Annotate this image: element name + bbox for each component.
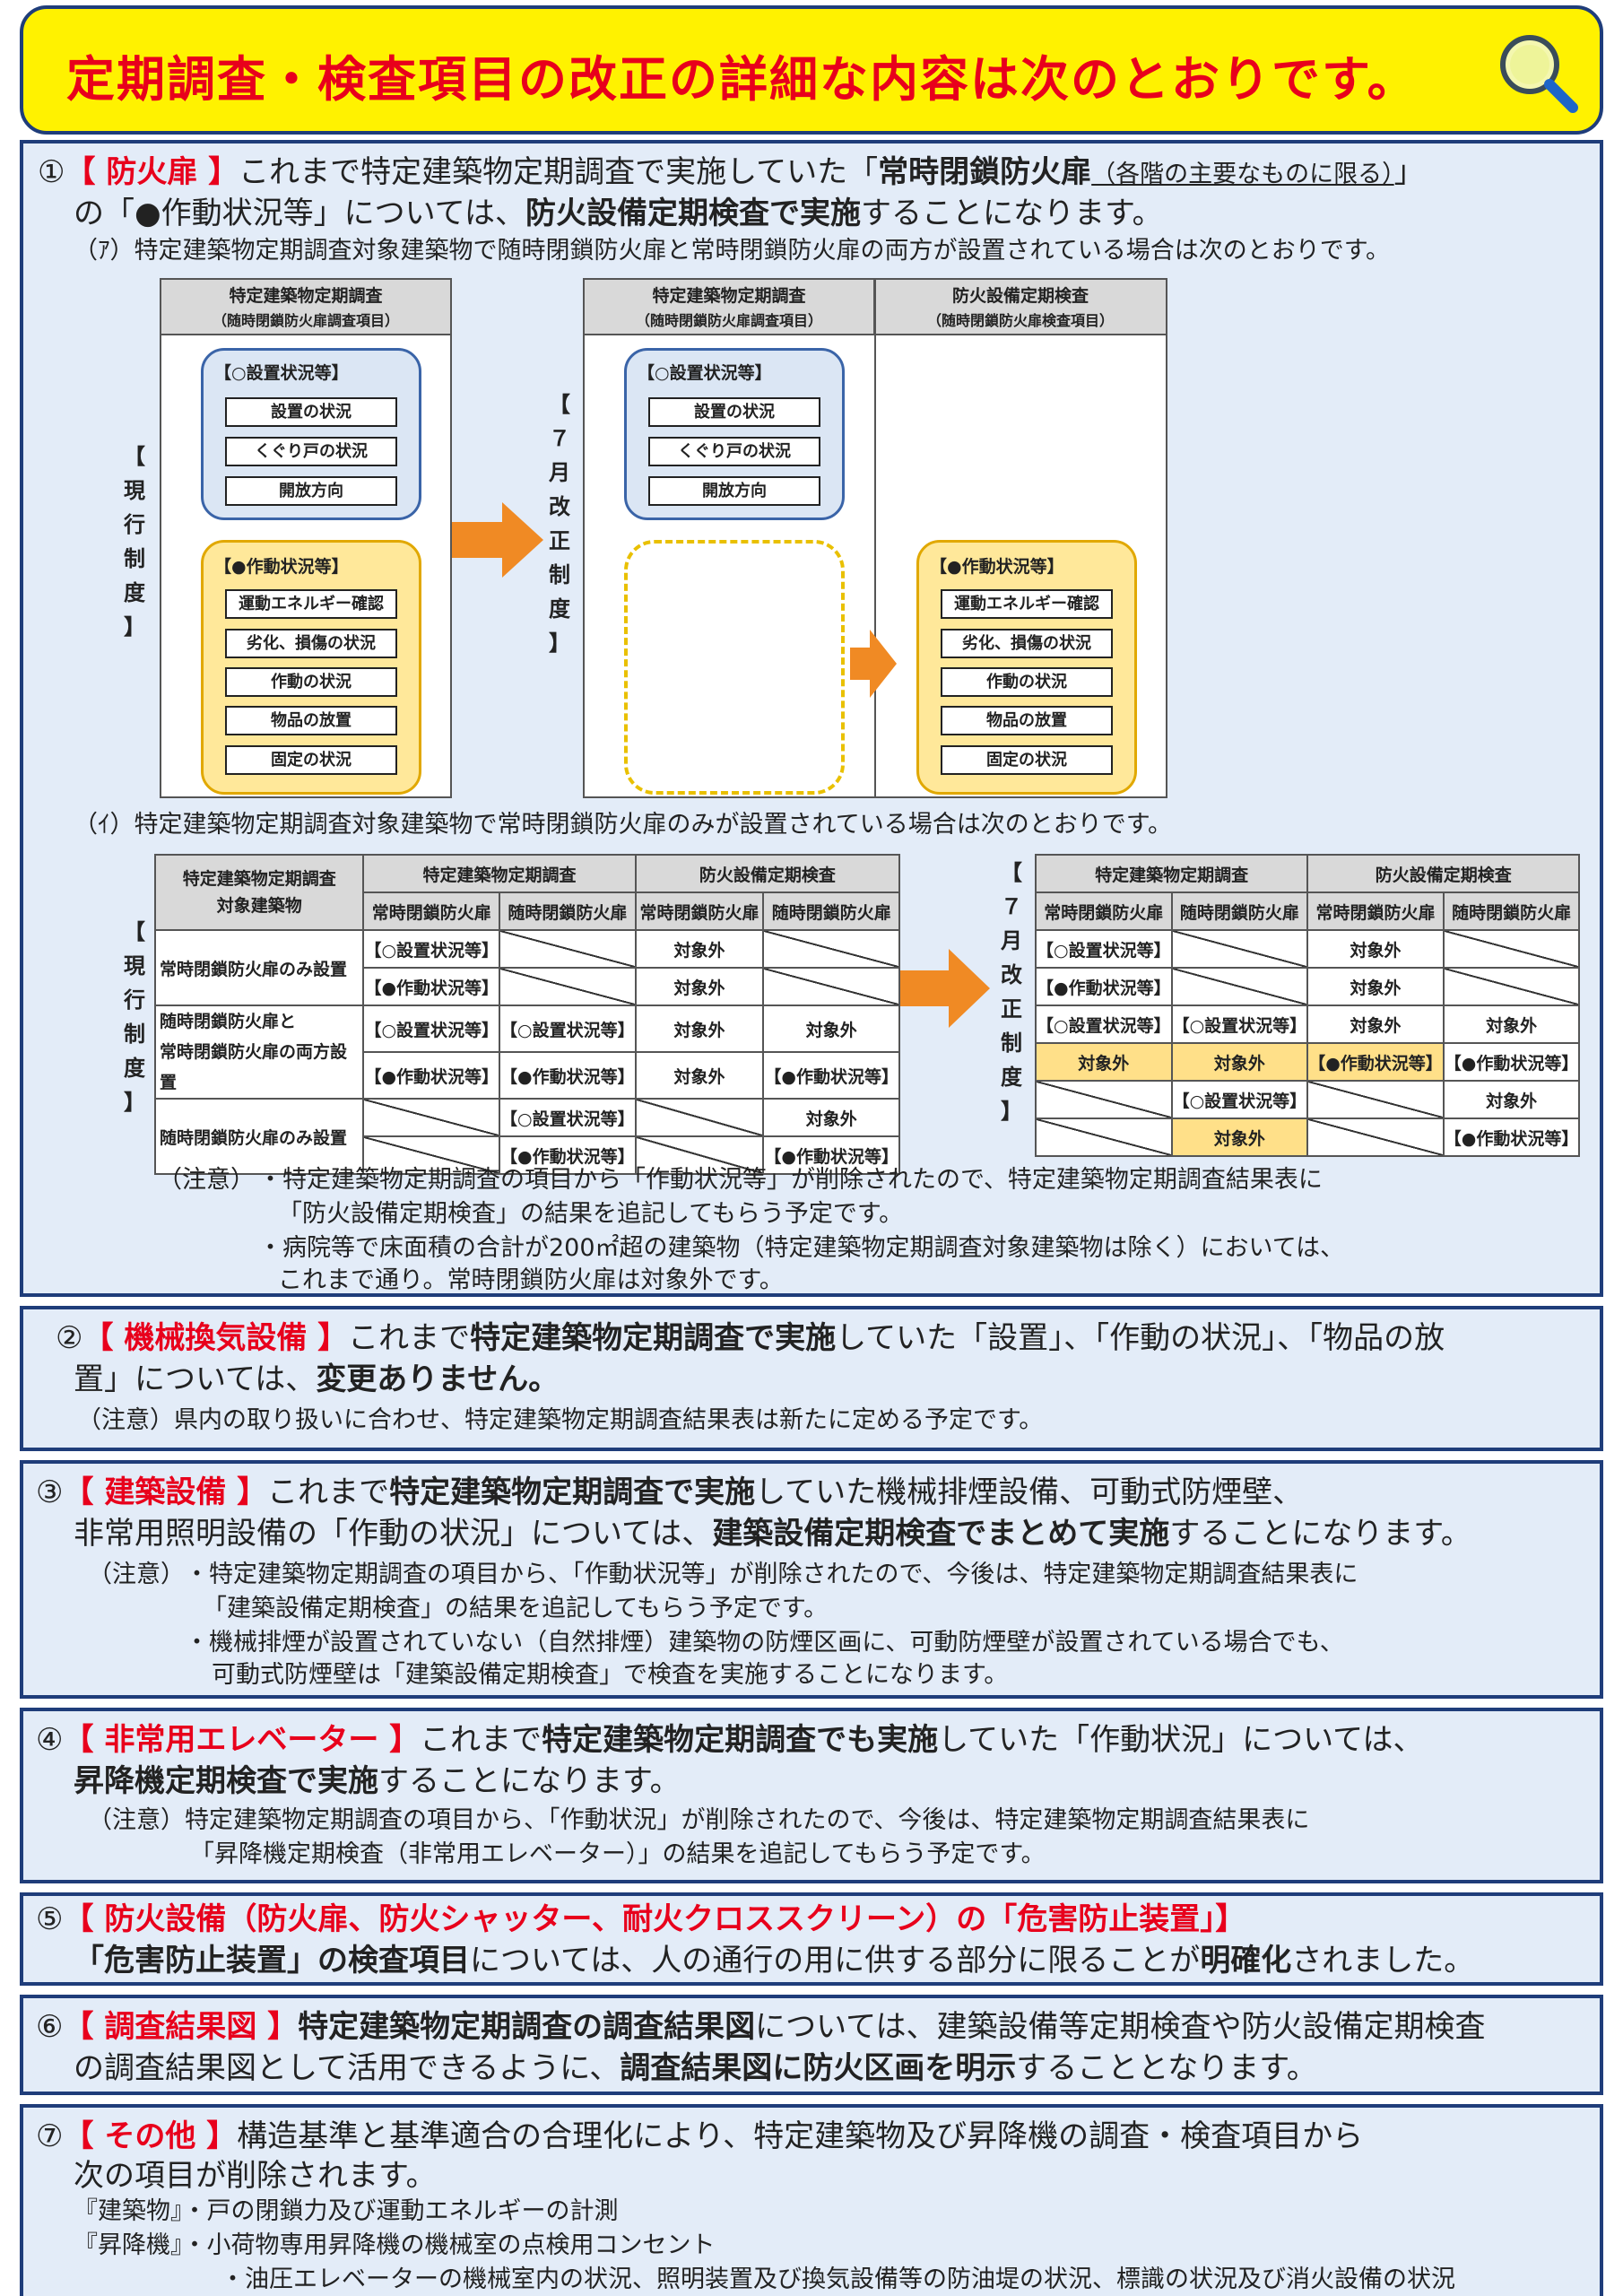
panel-current-survey: 特定建築物定期調査（随時閉鎖防火扉調査項目） 【○設置状況等】 設置の状況 くぐ… — [160, 278, 452, 798]
s5-line1: ⑤【 防火設備（防火扉、防火シャッター、耐火クロススクリーン）の「危害防止装置」… — [36, 1901, 1246, 1937]
s2-line2: 置」については、変更ありません。 — [74, 1361, 560, 1397]
arrow-right-icon — [452, 502, 543, 578]
s1-line1: ①【 防火扉 】これまで特定建築物定期調査で実施していた「常時閉鎖防火扉（各階の… — [38, 154, 1425, 190]
s1-note-2: 「防火設備定期検査」の結果を追記してもらう予定です。 — [278, 1200, 904, 1228]
s5-line2: 「危害防止装置」の検査項目については、人の通行の用に供する部分に限ることが明確化… — [74, 1943, 1475, 1979]
s1-note-head: （注意） — [158, 1166, 255, 1194]
section-fire-door: ①【 防火扉 】これまで特定建築物定期調査で実施していた「常時閉鎖防火扉（各階の… — [20, 140, 1603, 1297]
s7-item-building: 『建築物』・戸の閉鎖力及び運動エネルギーの計測 — [74, 2197, 619, 2225]
s1-note-1: ・特定建築物定期調査の項目から「作動状況等」が削除されたので、特定建築物定期調査… — [258, 1166, 1323, 1194]
s7-line2: 次の項目が削除されます。 — [74, 2158, 437, 2194]
section-emergency-elevator: ④【 非常用エレベーター 】これまで特定建築物定期調査でも実施していた「作動状況… — [20, 1708, 1603, 1883]
s4-note-1: （注意）特定建築物定期調査の項目から、「作動状況」が削除されたので、今後は、特定… — [88, 1806, 1310, 1834]
arrow-right-icon — [850, 630, 897, 698]
s7-line1: ⑦【 その他 】構造基準と基準適合の合理化により、特定建築物及び昇降機の調査・検… — [36, 2118, 1364, 2154]
s3-note-2: 「建築設備定期検査」の結果を追記してもらう予定です。 — [203, 1595, 829, 1622]
arrow-right-icon — [900, 949, 990, 1028]
s1-case-b-label: （ｲ）特定建築物定期調査対象建築物で常時閉鎖防火扉のみが設置されている場合は次の… — [74, 811, 1172, 839]
new-system-table: 特定建築物定期調査防火設備定期検査 常時閉鎖防火扉随時閉鎖防火扉常時閉鎖防火扉随… — [1034, 854, 1581, 1157]
setup-status-box-new: 【○設置状況等】 設置の状況 くぐり戸の状況 開放方向 — [624, 348, 845, 520]
s2-note: （注意）県内の取り扱いに合わせ、特定建築物定期調査結果表は新たに定める予定です。 — [77, 1406, 1044, 1434]
section-mechanical-ventilation: ②【 機械換気設備 】これまで特定建築物定期調査で実施していた「設置」、「作動の… — [20, 1306, 1603, 1451]
current-system-label: 【現行制度】 — [124, 444, 145, 639]
current-system-label-b: 【現行制度】 — [124, 919, 145, 1115]
s1-case-a-label: （ｱ）特定建築物定期調査対象建築物で随時閉鎖防火扉と常時閉鎖防火扉の両方が設置さ… — [74, 237, 1390, 265]
s6-line2: の調査結果図として活用できるように、調査結果図に防火区画を明示することとなります… — [74, 2050, 1317, 2086]
s7-item-hydraulic: ・油圧エレベーターの機械室内の状況、照明装置及び換気設備等の防油堤の状況、標識の… — [221, 2266, 1455, 2293]
s3-line1: ③【 建築設備 】これまで特定建築物定期調査で実施していた機械排煙設備、可動式防… — [36, 1474, 1304, 1510]
s3-note-head: （注意） — [88, 1561, 185, 1588]
panel-new-survey-inspect: 特定建築物定期調査（随時閉鎖防火扉調査項目） 防火設備定期検査（随時閉鎖防火扉検… — [583, 278, 1167, 798]
s1-note-3: ・病院等で床面積の合計が200㎡超の建築物（特定建築物定期調査対象建築物は除く）… — [258, 1234, 1345, 1262]
s3-note-3: ・機械排煙が設置されていない（自然排煙）建築物の防煙区画に、可動防煙壁が設置され… — [185, 1629, 1344, 1657]
s7-item-elevator: 『昇降機』・小荷物専用昇降機の機械室の点検用コンセント — [74, 2231, 716, 2259]
s4-note-2: 「昇降機定期検査（非常用エレベーター）」の結果を追記してもらう予定です。 — [190, 1840, 1046, 1868]
setup-status-box: 【○設置状況等】 設置の状況 くぐり戸の状況 開放方向 — [201, 348, 421, 520]
section-survey-result-drawing: ⑥【 調査結果図 】特定建築物定期調査の調査結果図については、建築設備等定期検査… — [20, 1995, 1603, 2095]
s3-line2: 非常用照明設備の「作動の状況」については、建築設備定期検査でまとめて実施すること… — [74, 1516, 1471, 1552]
page-header: 定期調査・検査項目の改正の詳細な内容は次のとおりです。 — [20, 5, 1603, 135]
s4-line1: ④【 非常用エレベーター 】これまで特定建築物定期調査でも実施していた「作動状況… — [36, 1722, 1424, 1758]
s1-note-4: これまで通り。常時閉鎖防火扉は対象外です。 — [278, 1266, 784, 1294]
current-system-table: 特定建築物定期調査 対象建築物特定建築物定期調査防火設備定期検査 常時閉鎖防火扉… — [153, 854, 901, 1175]
s3-note-4: 可動式防煙壁は「建築設備定期検査」で検査を実施することになります。 — [212, 1661, 1009, 1689]
s6-line1: ⑥【 調査結果図 】特定建築物定期調査の調査結果図については、建築設備等定期検査… — [36, 2009, 1486, 2045]
s2-line1: ②【 機械換気設備 】これまで特定建築物定期調査で実施していた「設置」、「作動の… — [56, 1320, 1445, 1356]
section-other: ⑦【 その他 】構造基準と基準適合の合理化により、特定建築物及び昇降機の調査・検… — [20, 2104, 1603, 2296]
s4-line2: 昇降機定期検査で実施することになります。 — [74, 1763, 681, 1799]
section-hazard-prevention: ⑤【 防火設備（防火扉、防火シャッター、耐火クロススクリーン）の「危害防止装置」… — [20, 1892, 1603, 1986]
removed-items-placeholder — [624, 540, 845, 795]
magnifier-icon — [1500, 35, 1578, 113]
s1-line2: の「●作動状況等」については、防火設備定期検査で実施することになります。 — [74, 196, 1163, 231]
page-title: 定期調査・検査項目の改正の詳細な内容は次のとおりです。 — [66, 51, 1418, 108]
operation-status-box-inspect: 【●作動状況等】 運動エネルギー確認 劣化、損傷の状況 作動の状況 物品の放置 … — [916, 540, 1137, 795]
operation-status-box: 【●作動状況等】 運動エネルギー確認 劣化、損傷の状況 作動の状況 物品の放置 … — [201, 540, 421, 795]
section-building-equipment: ③【 建築設備 】これまで特定建築物定期調査で実施していた機械排煙設備、可動式防… — [20, 1460, 1603, 1699]
s3-note-1: ・特定建築物定期調査の項目から、「作動状況等」が削除されたので、今後は、特定建築… — [185, 1561, 1358, 1588]
